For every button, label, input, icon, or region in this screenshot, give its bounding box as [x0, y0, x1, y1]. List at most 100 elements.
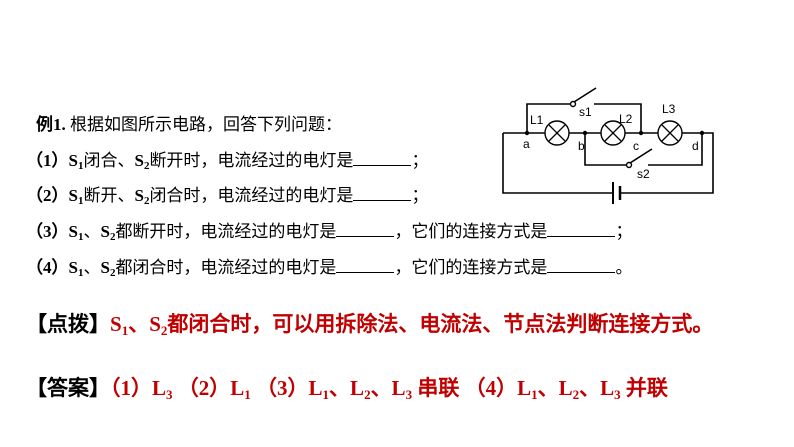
subscript: 1 — [77, 160, 84, 172]
subscript: 3 — [614, 387, 621, 402]
answer-blank[interactable] — [353, 151, 412, 166]
switch-s2-pivot — [625, 161, 633, 169]
question-intro: 根据如图所示电路，回答下列问题： — [70, 115, 342, 134]
q2-text: 闭合时，电流经过的电灯是 — [149, 186, 354, 205]
s-label: S — [68, 222, 78, 241]
wire — [648, 133, 703, 166]
hint-text: 都闭合时，可以用拆除法、电流法、节点法判断连接方式。 — [167, 312, 714, 336]
q2-number: （2） — [26, 186, 69, 205]
switch-s2-blade — [629, 148, 653, 164]
q1-text: 闭合、 — [83, 151, 135, 170]
s-label: S — [100, 222, 110, 241]
answer-line: 【答案】（1）L3 （2）L1 （3）L1、L2、L3 串联 （4）L1、L2、… — [26, 372, 668, 403]
subscript: 1 — [322, 387, 330, 402]
answer-3-connection: 串联 — [417, 376, 460, 400]
lamp-l3-icon — [657, 120, 683, 146]
question-2: （2）S1断开、S2闭合时，电流经过的电灯是； — [26, 181, 428, 207]
q1-number: （1） — [26, 151, 69, 170]
punct: 。 — [615, 258, 633, 277]
subscript: 1 — [531, 387, 538, 402]
separator: 、 — [128, 312, 150, 336]
subscript: 2 — [143, 160, 150, 172]
wire — [594, 103, 642, 133]
wire — [584, 133, 627, 166]
subscript: 1 — [121, 323, 129, 338]
punct: ； — [615, 222, 633, 241]
answer-label: 【答案】 — [26, 376, 110, 400]
answer-blank[interactable] — [336, 222, 395, 237]
label-c: c — [633, 139, 639, 153]
subscript: 1 — [77, 195, 84, 207]
answer-4: 、L — [579, 376, 615, 400]
answer-3: （3）L — [256, 376, 323, 400]
node-a — [524, 130, 530, 136]
s-label: S — [68, 258, 78, 277]
subscript: 1 — [244, 387, 251, 402]
subscript: 2 — [109, 231, 116, 243]
answer-blank[interactable] — [353, 186, 412, 201]
q3-text: ，它们的连接方式是 — [394, 222, 548, 241]
punct: ； — [411, 186, 429, 205]
node-d — [699, 130, 705, 136]
s-label: S — [134, 151, 144, 170]
answer-3: 、L — [329, 376, 365, 400]
label-a: a — [523, 137, 530, 151]
q3-number: （3） — [26, 222, 69, 241]
answer-blank[interactable] — [547, 258, 616, 273]
question-3: （3）S1、S2都断开时，电流经过的电灯是，它们的连接方式是； — [26, 217, 632, 243]
example-number: 例1. — [36, 115, 66, 134]
q4-text: 都闭合时，电流经过的电灯是 — [115, 258, 337, 277]
q4-text: 、 — [83, 258, 101, 277]
q3-text: 、 — [83, 222, 101, 241]
subscript: 2 — [572, 387, 580, 402]
q2-text: 断开、 — [83, 186, 135, 205]
switch-s1-pivot — [569, 100, 577, 108]
punct: ； — [411, 151, 429, 170]
q4-number: （4） — [26, 258, 69, 277]
node-b — [582, 130, 588, 136]
question-title: 例1. 根据如图所示电路，回答下列问题： — [36, 110, 342, 135]
wire — [502, 133, 613, 194]
subscript: 2 — [160, 323, 168, 338]
question-1: （1）S1闭合、S2断开时，电流经过的电灯是； — [26, 146, 428, 172]
hint-label: 【点拨】 — [26, 312, 110, 336]
subscript: 2 — [109, 267, 116, 279]
label-l3: L3 — [662, 102, 676, 116]
lamp-l2-icon — [600, 120, 626, 146]
switch-s1-blade — [573, 87, 597, 103]
lamp-l1-icon — [544, 120, 570, 146]
label-s1: s1 — [579, 105, 592, 119]
answer-3: 、L — [370, 376, 406, 400]
label-l2: L2 — [619, 112, 633, 126]
hint-line: 【点拨】S1、S2都闭合时，可以用拆除法、电流法、节点法判断连接方式。 — [26, 308, 713, 339]
s-label: S — [100, 258, 110, 277]
answer-blank[interactable] — [547, 222, 616, 237]
q4-text: ，它们的连接方式是 — [394, 258, 548, 277]
node-c — [638, 130, 644, 136]
s-label: S — [68, 186, 78, 205]
answer-4-connection: 并联 — [625, 376, 668, 400]
s-label: S — [149, 312, 161, 336]
subscript: 1 — [77, 231, 84, 243]
subscript: 2 — [143, 195, 150, 207]
label-b: b — [578, 139, 585, 153]
answer-2: （2）L — [177, 376, 245, 400]
s-label: S — [110, 312, 122, 336]
subscript: 1 — [77, 267, 84, 279]
answer-4: 、L — [537, 376, 573, 400]
question-4: （4）S1、S2都闭合时，电流经过的电灯是，它们的连接方式是。 — [26, 253, 632, 279]
label-l1: L1 — [530, 113, 544, 127]
q1-text: 断开时，电流经过的电灯是 — [149, 151, 354, 170]
subscript: 3 — [405, 387, 413, 402]
q3-text: 都断开时，电流经过的电灯是 — [115, 222, 337, 241]
answer-4: （4）L — [464, 376, 532, 400]
subscript: 2 — [364, 387, 371, 402]
label-d: d — [692, 139, 699, 153]
subscript: 3 — [166, 387, 173, 402]
wire — [526, 103, 571, 133]
label-s2: s2 — [637, 167, 650, 181]
s-label: S — [68, 151, 78, 170]
s-label: S — [134, 186, 144, 205]
answer-blank[interactable] — [336, 258, 395, 273]
